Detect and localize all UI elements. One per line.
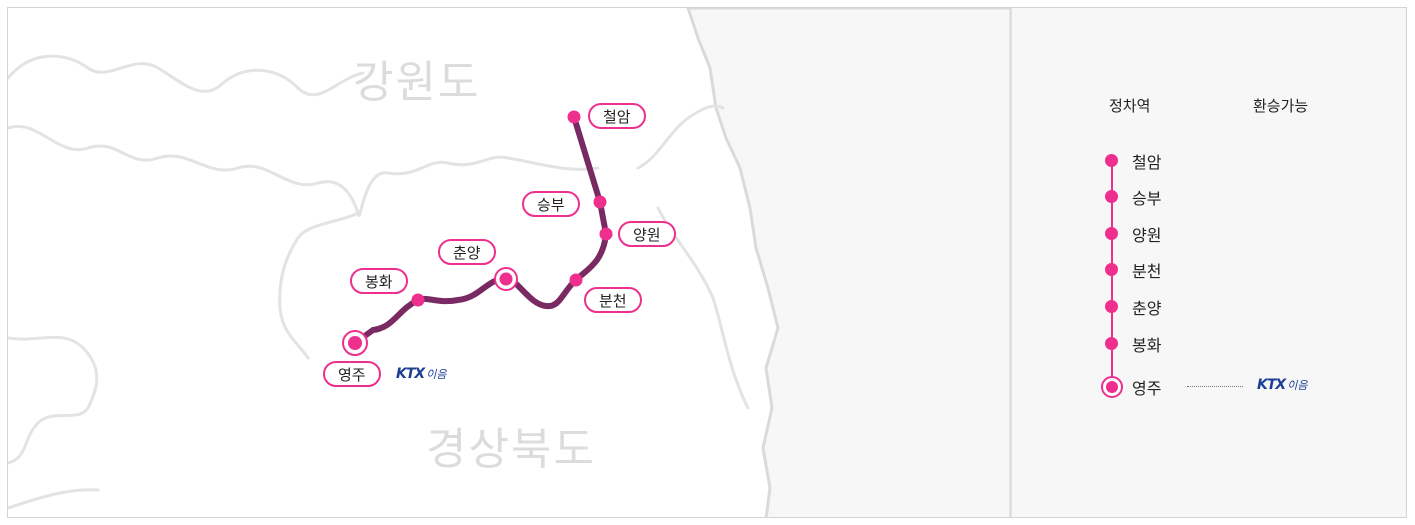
station-marker-yangwon [599, 227, 613, 241]
region-gangwon: 강원도 [353, 57, 481, 108]
station-label-seungbu[interactable]: 승부 [522, 191, 580, 217]
list-dot-yeongju [1101, 376, 1123, 398]
boundary-south [8, 488, 100, 510]
station-marker-buncheon [569, 273, 583, 287]
station-label-yangwon[interactable]: 양원 [618, 221, 676, 247]
region-gyeongbuk: 경상북도 [426, 424, 596, 475]
list-dot-chunyang [1105, 300, 1118, 313]
list-station-yangwon[interactable]: 양원 [1132, 226, 1162, 245]
boundary-upper [8, 124, 600, 217]
ktx-eum-logo-map: KTX 이음 [396, 366, 446, 382]
list-station-seungbu[interactable]: 승부 [1132, 189, 1162, 208]
route-map-container: 강원도 경상북도 철암 승부 양원 분천 춘양 봉화 영주 KTX 이음 정차역… [7, 7, 1407, 518]
station-marker-yeongju [348, 336, 362, 350]
list-station-buncheon[interactable]: 분천 [1132, 262, 1162, 281]
boundary-south-west [8, 335, 99, 465]
station-label-cheoram[interactable]: 철암 [588, 103, 646, 129]
ktx-eum-logo-panel: KTX 이음 [1257, 377, 1307, 393]
transfer-connector [1187, 386, 1243, 387]
ktx-logo-text: KTX [396, 366, 425, 382]
station-label-yeongju[interactable]: 영주 [323, 361, 381, 387]
list-dot-cheoram [1105, 154, 1118, 167]
list-dot-bonghwa [1105, 337, 1118, 350]
list-station-bonghwa[interactable]: 봉화 [1132, 336, 1162, 355]
list-station-yeongju[interactable]: 영주 [1132, 379, 1162, 398]
list-dot-yangwon [1105, 227, 1118, 240]
list-station-cheoram[interactable]: 철암 [1132, 153, 1162, 172]
boundary-coast-link [636, 104, 725, 170]
station-marker-cheoram [567, 110, 581, 124]
column-header-transfer: 환승가능 [1253, 97, 1309, 115]
station-list-panel: 정차역 환승가능 철암 승부 양원 분천 춘양 봉화 영주 KTX 이음 [1011, 8, 1406, 517]
list-dot-buncheon [1105, 263, 1118, 276]
list-station-chunyang[interactable]: 춘양 [1132, 299, 1162, 318]
transfer-ktx-text: KTX [1257, 377, 1286, 393]
list-dot-seungbu [1105, 190, 1118, 203]
station-label-buncheon[interactable]: 분천 [584, 287, 642, 313]
transfer-eum-text: 이음 [1287, 379, 1308, 392]
station-marker-seungbu [593, 195, 607, 209]
column-header-stations: 정차역 [1109, 97, 1151, 115]
boundary-north [8, 54, 365, 97]
boundary-ridge [278, 211, 360, 360]
eum-logo-text: 이음 [426, 368, 447, 381]
station-marker-bonghwa [411, 293, 425, 307]
station-label-chunyang[interactable]: 춘양 [438, 239, 496, 265]
route-line [342, 110, 613, 356]
station-marker-chunyang [499, 272, 513, 286]
route-path [352, 114, 609, 346]
map-background [8, 8, 1011, 517]
sea-area [686, 8, 1011, 517]
station-label-bonghwa[interactable]: 봉화 [350, 268, 408, 294]
